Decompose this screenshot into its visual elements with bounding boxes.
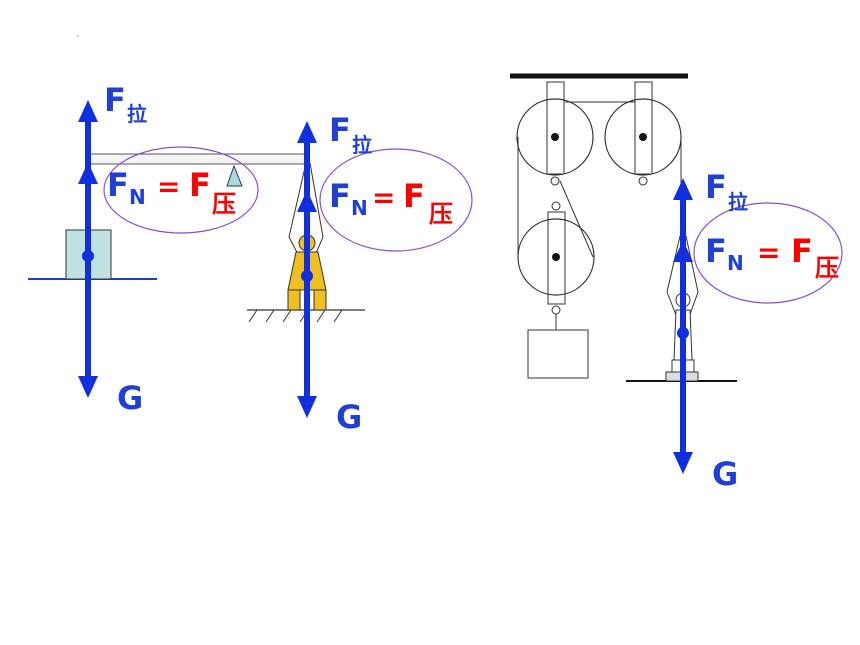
normal-arrowhead-3 (673, 240, 693, 262)
scene-pulley (510, 73, 843, 474)
svg-text:拉: 拉 (352, 133, 372, 157)
svg-text:压: 压 (429, 200, 453, 228)
svg-text:压: 压 (212, 190, 236, 218)
scene-person (247, 121, 473, 418)
svg-text:=: = (372, 181, 395, 214)
normal-arrowhead-2 (297, 190, 317, 212)
svg-text:F: F (791, 232, 813, 270)
svg-text:F: F (403, 177, 425, 215)
svg-text:F: F (329, 177, 351, 215)
svg-text:N: N (129, 185, 146, 209)
label-tension-3: F 拉 (705, 168, 748, 214)
center-dot-3 (677, 327, 689, 339)
normal-arrowhead-1 (78, 162, 98, 184)
svg-text:F: F (329, 111, 351, 149)
svg-text:拉: 拉 (728, 190, 748, 214)
label-normal-eq-pressure-2: F N = F 压 (329, 177, 453, 228)
svg-text:F: F (189, 166, 211, 204)
scene-block (28, 100, 309, 398)
label-equals: = (157, 170, 180, 203)
label-pull-sub: 拉 (127, 102, 147, 126)
label-normal-eq-pressure-1: F N = F 压 (107, 166, 236, 218)
label-gravity-2: G (336, 398, 362, 436)
stray-dot (77, 35, 79, 37)
svg-text:=: = (757, 236, 780, 269)
svg-text:N: N (727, 251, 744, 275)
label-tension-1: F 拉 (104, 81, 147, 126)
label-tension-2: F 拉 (329, 111, 372, 157)
svg-text:F: F (705, 168, 727, 206)
label-gravity-3: G (712, 455, 738, 493)
gravity-arrowhead-1 (78, 376, 98, 398)
svg-text:F: F (107, 166, 129, 204)
gravity-arrowhead-3 (673, 452, 693, 474)
fulcrum-triangle (226, 164, 243, 187)
gravity-arrowhead-2 (297, 396, 317, 418)
tension-arrowhead-3 (673, 178, 693, 200)
svg-text:压: 压 (815, 254, 839, 282)
label-normal-eq-pressure-3: F N = F 压 (705, 232, 839, 282)
ground-hatch (248, 309, 343, 323)
label-gravity-1: G (117, 379, 143, 417)
highlight-ellipse-2 (319, 148, 473, 252)
highlight-ellipse-3 (693, 202, 843, 304)
highlight-ellipse-1 (103, 146, 259, 234)
center-dot-2 (301, 270, 313, 282)
person-leg-right (313, 289, 327, 311)
svg-text:F: F (705, 232, 727, 270)
person-leg-left (287, 289, 301, 311)
center-dot-1 (82, 250, 94, 262)
tension-arrowhead-2 (297, 121, 317, 143)
hanging-weight (527, 329, 589, 379)
tension-arrowhead-1 (78, 100, 98, 122)
svg-text:N: N (351, 196, 368, 220)
label-F: F (104, 81, 126, 119)
